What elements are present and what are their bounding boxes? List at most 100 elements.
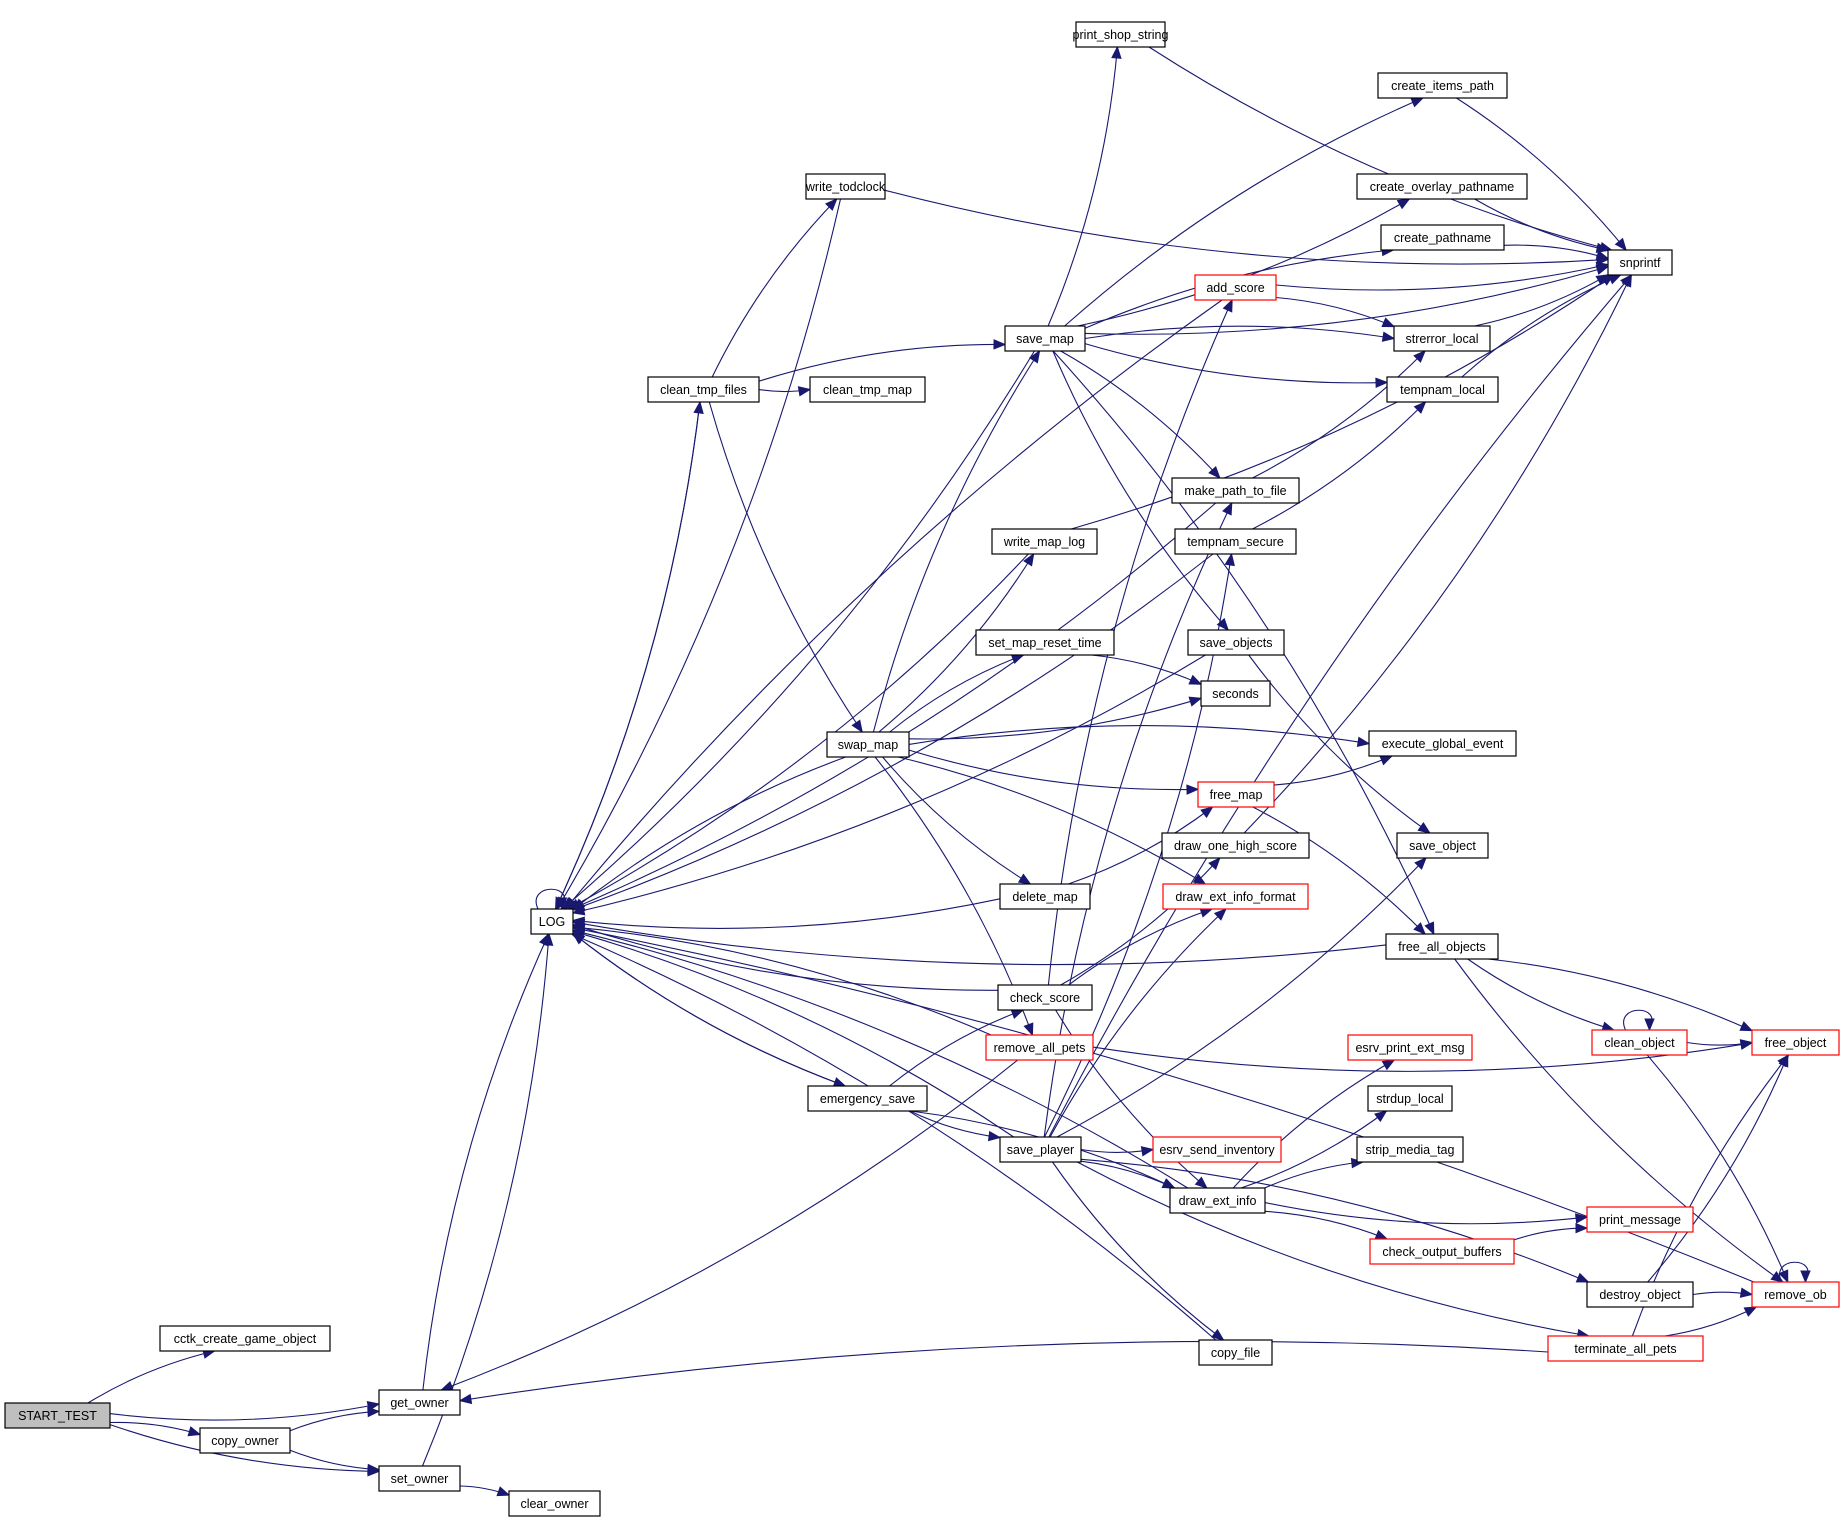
- node-check-score[interactable]: check_score: [997, 984, 1093, 1011]
- node-strerror-local[interactable]: strerror_local: [1393, 325, 1491, 352]
- edge-terminate-all-pets-to-get-owner-arrow: [458, 1393, 473, 1405]
- node-make-path-to-file[interactable]: make_path_to_file: [1171, 477, 1300, 504]
- edge-swap-map-to-log: [572, 756, 846, 911]
- node-copy-file[interactable]: copy_file: [1198, 1339, 1273, 1366]
- node-strdup-local[interactable]: strdup_local: [1367, 1085, 1453, 1112]
- node-swap-map[interactable]: swap_map: [826, 731, 910, 758]
- node-clean-tmp-files[interactable]: clean_tmp_files: [647, 376, 760, 403]
- edge-check-score-to-draw-ext-info-format: [1068, 908, 1213, 986]
- node-clean-tmp-map[interactable]: clean_tmp_map: [809, 376, 926, 403]
- node-label: strerror_local: [1406, 332, 1479, 346]
- node-destroy-object[interactable]: destroy_object: [1586, 1281, 1694, 1308]
- node-draw-ext-info[interactable]: draw_ext_info: [1169, 1187, 1266, 1214]
- node-save-objects[interactable]: save_objects: [1187, 629, 1285, 656]
- edge-swap-map-to-set-map-reset-time: [889, 654, 1024, 733]
- node-box: [647, 376, 760, 403]
- node-box: [826, 731, 910, 758]
- node-clear-owner[interactable]: clear_owner: [508, 1490, 601, 1517]
- node-label: set_map_reset_time: [988, 636, 1101, 650]
- node-save-player[interactable]: save_player: [999, 1136, 1082, 1163]
- node-draw-one-high-score[interactable]: draw_one_high_score: [1161, 832, 1310, 859]
- node-create-pathname[interactable]: create_pathname: [1380, 224, 1505, 251]
- node-set-owner[interactable]: set_owner: [378, 1465, 461, 1492]
- node-start-test[interactable]: START_TEST: [4, 1402, 111, 1429]
- edge-write-todclock-to-snprintf: [884, 189, 1609, 265]
- node-write-map-log[interactable]: write_map_log: [991, 528, 1098, 555]
- edge-swap-map-to-seconds-arrow: [1188, 696, 1203, 707]
- node-free-object[interactable]: free_object: [1751, 1029, 1840, 1056]
- edge-set-map-reset-time-to-seconds: [1091, 654, 1202, 685]
- node-delete-map[interactable]: delete_map: [999, 883, 1091, 910]
- edge-create-items-path-to-snprintf: [1456, 97, 1627, 251]
- node-label: save_map: [1016, 332, 1074, 346]
- node-log[interactable]: LOG: [530, 908, 574, 935]
- node-print-message[interactable]: print_message: [1586, 1206, 1694, 1233]
- edge-add-score-to-snprintf-arrow: [1595, 261, 1610, 273]
- node-strip-media-tag[interactable]: strip_media_tag: [1356, 1136, 1464, 1163]
- edge-terminate-all-pets-to-get-owner: [459, 1340, 1549, 1402]
- edge-tempnam-secure-to-tempnam-local-arrow: [1413, 401, 1427, 414]
- node-check-output-buffers[interactable]: check_output_buffers: [1369, 1238, 1515, 1265]
- node-cctk-create-game-object[interactable]: cctk_create_game_object: [159, 1325, 331, 1352]
- node-draw-ext-info-format[interactable]: draw_ext_info_format: [1162, 883, 1309, 910]
- node-create-overlay-pathname[interactable]: create_overlay_pathname: [1356, 173, 1528, 200]
- edge-save-player-to-save-object-arrow: [1414, 857, 1427, 870]
- node-free-all-objects[interactable]: free_all_objects: [1385, 933, 1499, 960]
- edge-save-map-to-create-items-path: [1064, 97, 1424, 327]
- node-esrv-print-ext-msg[interactable]: esrv_print_ext_msg: [1347, 1034, 1473, 1061]
- node-tempnam-secure[interactable]: tempnam_secure: [1174, 528, 1297, 555]
- node-create-items-path[interactable]: create_items_path: [1377, 72, 1508, 99]
- edge-draw-ext-info-to-check-output-buffers: [1264, 1210, 1388, 1240]
- node-label: print_shop_string: [1073, 28, 1169, 42]
- node-box: [1368, 730, 1517, 757]
- node-terminate-all-pets[interactable]: terminate_all_pets: [1547, 1335, 1704, 1362]
- node-print-shop-string[interactable]: print_shop_string: [1073, 21, 1169, 48]
- edge-save-map-to-snprintf: [1084, 266, 1609, 335]
- node-seconds[interactable]: seconds: [1200, 680, 1271, 707]
- node-label: create_overlay_pathname: [1370, 180, 1515, 194]
- edge-swap-map-to-save-map-arrow: [1028, 349, 1041, 364]
- node-add-score[interactable]: add_score: [1194, 274, 1277, 301]
- node-remove-ob[interactable]: remove_ob: [1751, 1281, 1840, 1308]
- node-label: copy_file: [1211, 1346, 1260, 1360]
- edge-swap-map-to-execute-global-event: [908, 725, 1370, 745]
- edge-remove-ob-to-log: [572, 927, 1755, 1283]
- node-box: [809, 376, 926, 403]
- node-box: [1751, 1029, 1840, 1056]
- node-emergency-save[interactable]: emergency_save: [807, 1085, 928, 1112]
- node-free-map[interactable]: free_map: [1197, 781, 1275, 808]
- node-get-owner[interactable]: get_owner: [378, 1389, 461, 1416]
- edges-layer: [87, 45, 1811, 1497]
- node-tempnam-local[interactable]: tempnam_local: [1386, 376, 1499, 403]
- edge-save-player-to-make-path-to-file-arrow: [1222, 501, 1233, 516]
- node-write-todclock[interactable]: write_todclock: [805, 173, 886, 200]
- edge-save-map-to-tempnam-local: [1084, 343, 1388, 384]
- node-set-map-reset-time[interactable]: set_map_reset_time: [975, 629, 1115, 656]
- edge-swap-map-to-delete-map: [882, 756, 1031, 885]
- node-save-map[interactable]: save_map: [1004, 325, 1086, 352]
- edge-add-score-to-log: [565, 299, 1223, 910]
- node-snprintf[interactable]: snprintf: [1607, 249, 1673, 276]
- edge-start-test-to-get-owner: [109, 1403, 380, 1421]
- node-esrv-send-inventory[interactable]: esrv_send_inventory: [1152, 1136, 1282, 1163]
- edge-free-map-to-free-all-objects: [1252, 806, 1426, 935]
- node-label: free_all_objects: [1398, 940, 1486, 954]
- node-clean-object[interactable]: clean_object: [1591, 1029, 1688, 1056]
- node-remove-all-pets[interactable]: remove_all_pets: [985, 1034, 1094, 1061]
- node-label: tempnam_local: [1400, 383, 1485, 397]
- edge-clean-tmp-files-to-write-todclock: [711, 198, 838, 378]
- edge-emergency-save-to-check-score: [889, 1009, 1024, 1087]
- edge-check-score-to-draw-one-high-score-arrow: [1208, 857, 1221, 871]
- edge-terminate-all-pets-to-remove-ob: [1664, 1306, 1757, 1337]
- edge-destroy-object-to-free-object: [1647, 1054, 1789, 1283]
- edge-draw-ext-info-to-strdup-local: [1240, 1110, 1387, 1189]
- node-copy-owner[interactable]: copy_owner: [199, 1427, 291, 1454]
- node-box: [975, 629, 1115, 656]
- node-execute-global-event[interactable]: execute_global_event: [1368, 730, 1517, 757]
- edge-destroy-object-to-remove-ob-arrow: [1739, 1287, 1754, 1298]
- node-label: emergency_save: [820, 1092, 915, 1106]
- node-save-object[interactable]: save_object: [1396, 832, 1489, 859]
- edge-start-test-to-set-owner: [109, 1424, 380, 1473]
- edge-draw-ext-info-to-check-output-buffers-arrow: [1374, 1229, 1389, 1240]
- edge-free-map-to-execute-global-event-arrow: [1379, 755, 1394, 766]
